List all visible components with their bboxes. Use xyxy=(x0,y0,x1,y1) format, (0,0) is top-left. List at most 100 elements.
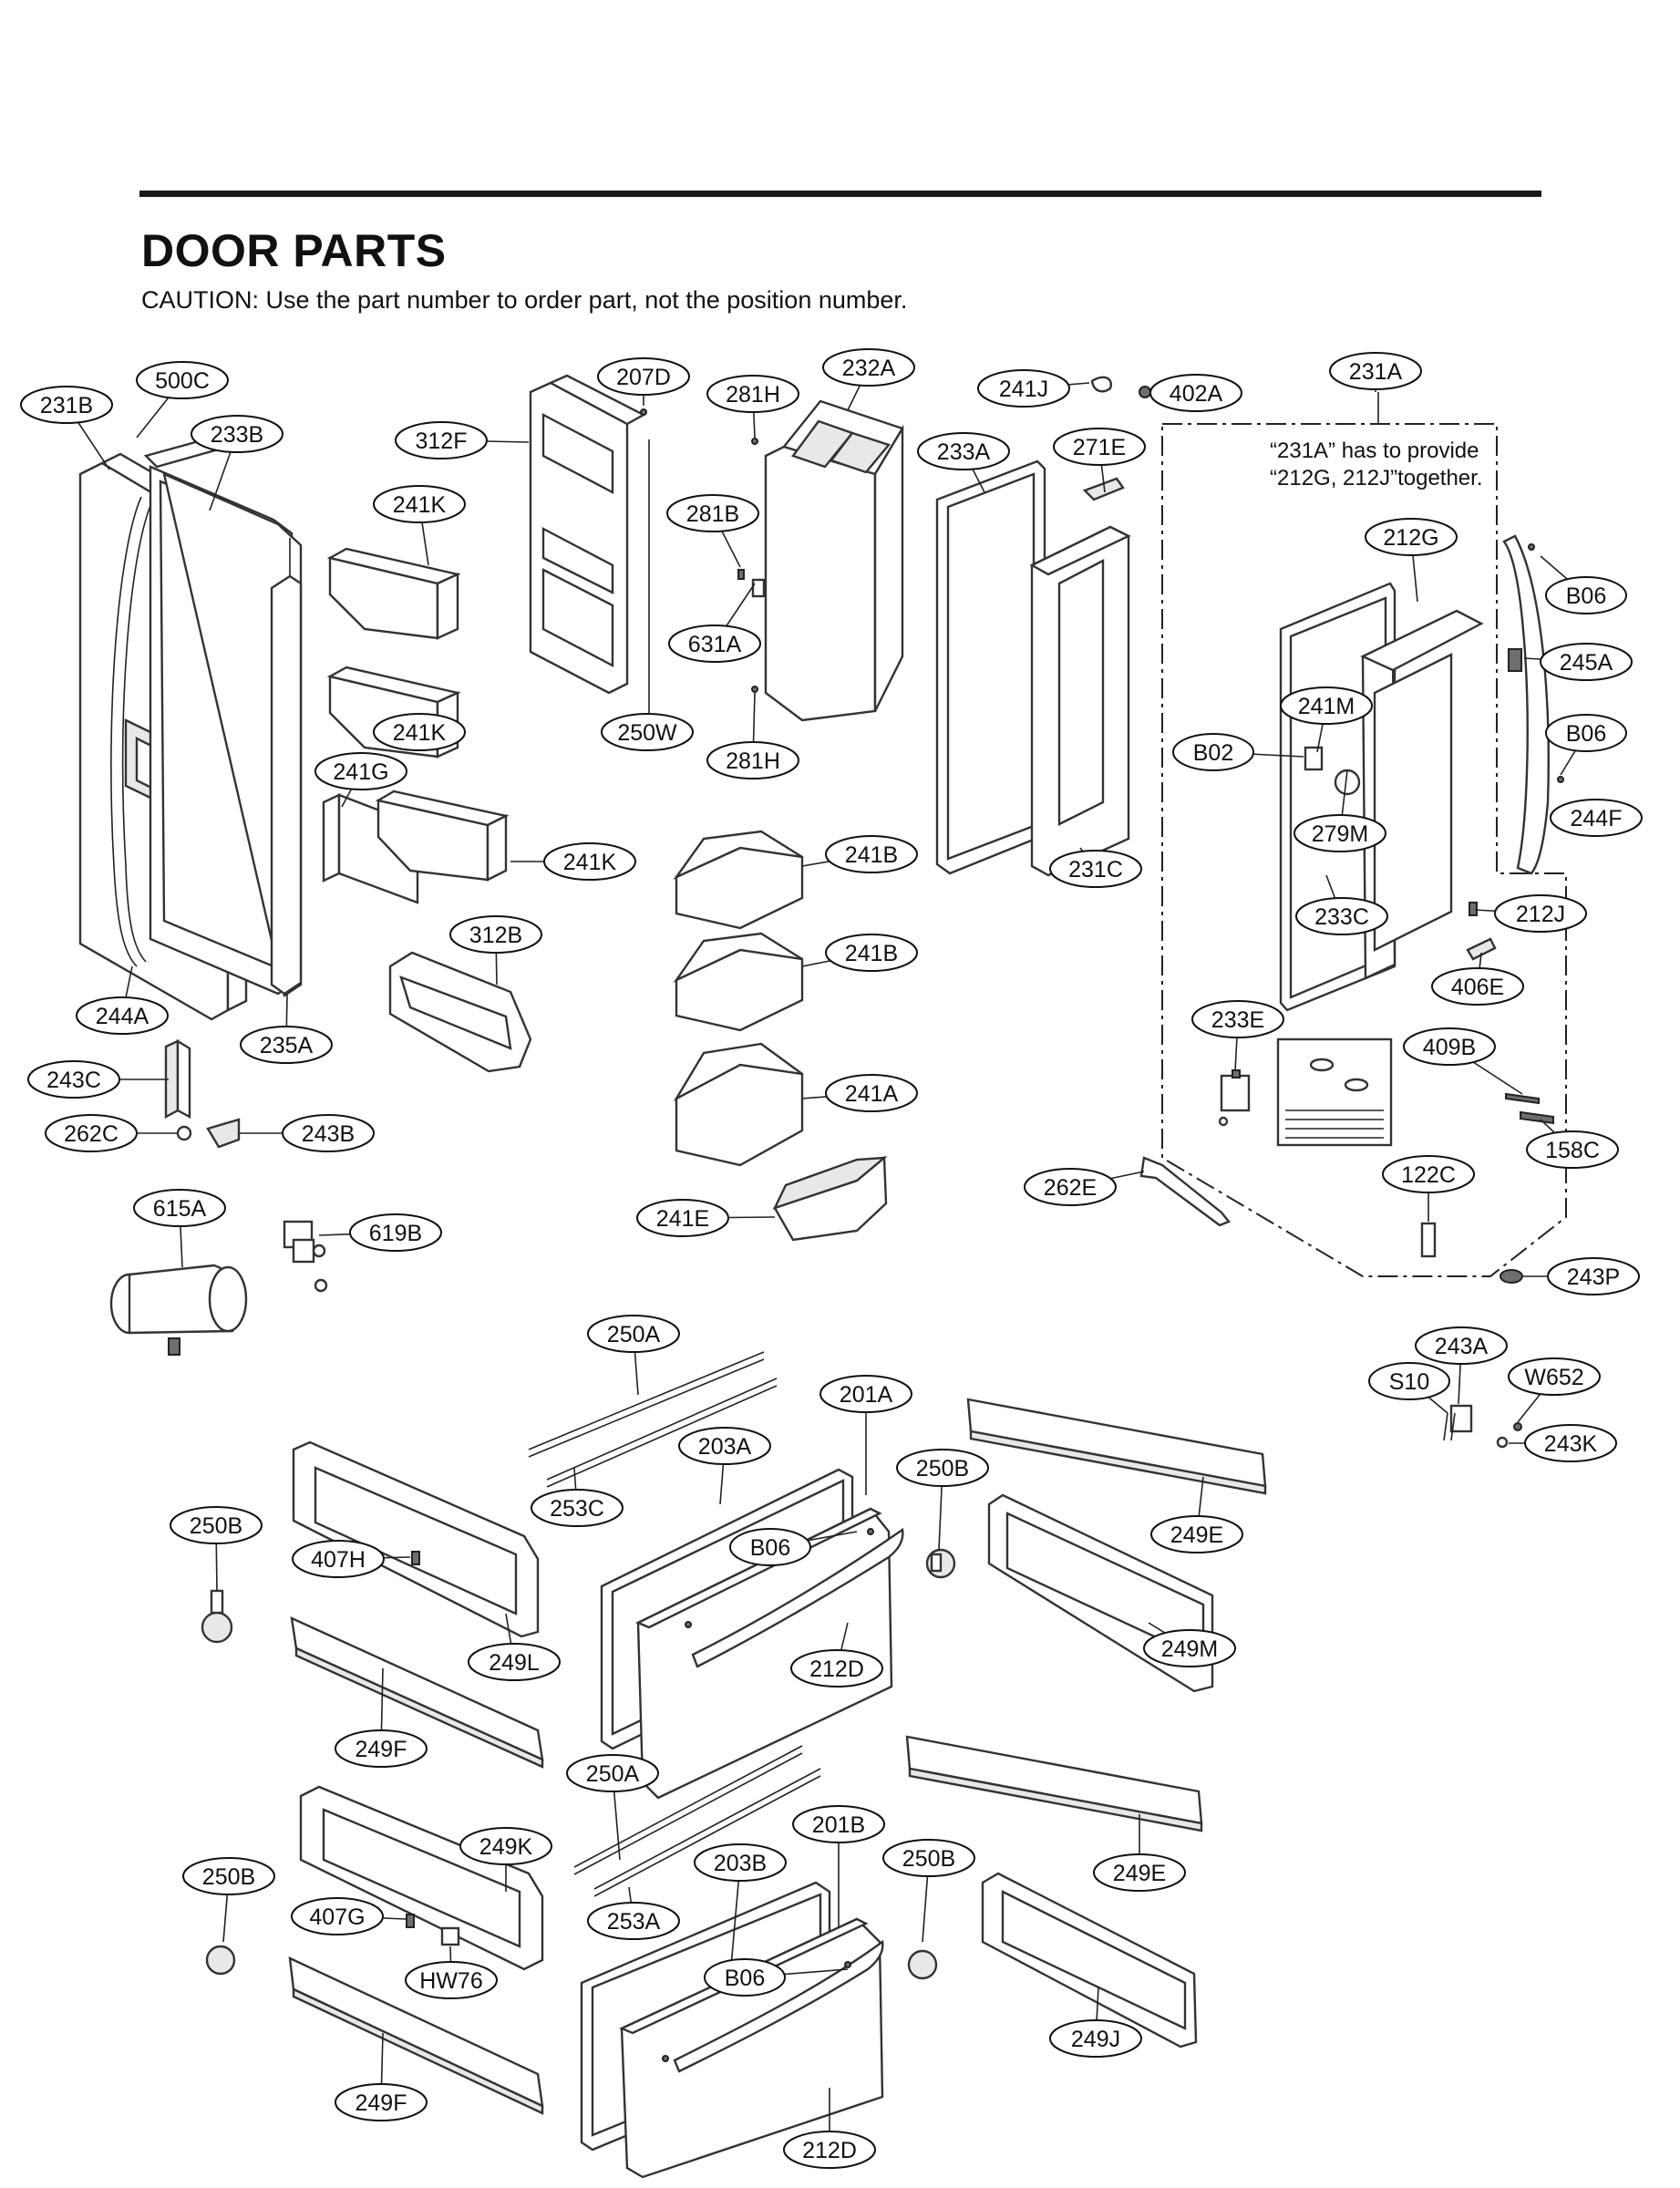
gear-250b-3 xyxy=(205,1945,236,1976)
callout-201b: 201B xyxy=(792,1805,885,1928)
crisper-bin-241b-top xyxy=(673,830,804,930)
callout-text: 243P xyxy=(1567,1264,1620,1290)
callout-250a: 250A xyxy=(566,1754,659,1861)
part-243p xyxy=(1500,1269,1523,1284)
callout-207d: 207D xyxy=(597,357,690,406)
callout-b06: B06 xyxy=(1540,555,1627,614)
callout-text: W652 xyxy=(1524,1365,1583,1390)
callout-bubble xyxy=(76,996,169,1035)
door-bin-241g xyxy=(322,790,510,904)
callout-409b: 409B xyxy=(1403,1027,1523,1095)
strip-253a xyxy=(593,1768,821,1890)
callout-bubble xyxy=(977,369,1070,408)
callout-241g: 241G xyxy=(314,752,407,808)
callout-text: 281H xyxy=(726,382,780,408)
outer-door-212g xyxy=(1360,609,1484,980)
callout-text: HW76 xyxy=(419,1968,482,1994)
gear-250b-4 xyxy=(907,1949,938,1980)
callout-bubble xyxy=(666,494,759,532)
callout-122c: 122C xyxy=(1382,1155,1475,1222)
door-bin-241k-top xyxy=(326,547,461,640)
callout-241m: 241M xyxy=(1280,686,1373,753)
callout-bubble xyxy=(1547,1257,1640,1295)
callout-text: 241K xyxy=(393,720,447,746)
callout-text: 407G xyxy=(309,1904,365,1930)
callout-bubble xyxy=(819,1375,912,1413)
inner-door-frame-231c xyxy=(1029,525,1131,877)
assembly-note-line2: “212G, 212J”together. xyxy=(1270,466,1482,490)
callout-text: 245A xyxy=(1560,650,1613,676)
callout-text: 241B xyxy=(845,842,898,868)
callout-245a: 245A xyxy=(1523,643,1633,681)
callout-241a: 241A xyxy=(801,1074,918,1112)
callout-bubble xyxy=(587,1315,680,1353)
callout-bubble xyxy=(896,1449,989,1487)
callout-text: 122C xyxy=(1401,1162,1456,1188)
callout-text: 250B xyxy=(902,1846,955,1872)
callout-bubble xyxy=(170,1506,263,1544)
callout-text: 244A xyxy=(96,1004,149,1029)
callout-bubble xyxy=(543,842,636,881)
callout-619b: 619B xyxy=(318,1213,442,1252)
motor-615a xyxy=(109,1264,248,1356)
callout-249e: 249E xyxy=(1150,1476,1243,1553)
callout-232a: 232A xyxy=(822,348,915,411)
callout-243c: 243C xyxy=(27,1060,169,1099)
callout-bubble xyxy=(825,1074,918,1112)
screw-b06-drawer2-left xyxy=(662,2055,669,2062)
crisper-bin-241a xyxy=(673,1042,804,1167)
part-241j xyxy=(1090,376,1112,393)
callout-text: 201B xyxy=(812,1812,865,1838)
callout-249f: 249F xyxy=(335,2032,428,2121)
part-631a xyxy=(751,578,766,598)
instruction-sheet xyxy=(1276,1037,1393,1147)
callout-w652: W652 xyxy=(1508,1357,1601,1423)
part-158c xyxy=(1520,1110,1554,1125)
callout-bubble xyxy=(1024,1168,1117,1206)
strip-250a-2b xyxy=(573,1752,803,1875)
callout-bubble xyxy=(792,1805,885,1843)
callout-text: 271E xyxy=(1073,435,1126,460)
callout-406e: 406E xyxy=(1431,952,1524,1006)
strip-250a-1 xyxy=(528,1351,765,1450)
callout-text: 615A xyxy=(153,1196,207,1222)
callout-bubble xyxy=(1053,428,1146,466)
callout-text: 249M xyxy=(1161,1636,1219,1662)
callout-241j: 241J xyxy=(977,369,1090,408)
callout-bubble xyxy=(531,1489,624,1527)
callout-text: 203B xyxy=(714,1851,767,1876)
wrench-262e xyxy=(1139,1156,1231,1227)
callout-text: 241K xyxy=(563,850,617,875)
callout-bubble xyxy=(729,1528,811,1566)
callout-bubble xyxy=(1550,799,1643,837)
valve-619b xyxy=(283,1220,328,1293)
callout-bubble xyxy=(1172,733,1254,771)
callout-212g: 212G xyxy=(1365,518,1458,603)
callout-212d: 212D xyxy=(783,2088,876,2169)
callout-241b: 241B xyxy=(801,934,918,972)
callout-bubble xyxy=(1545,714,1627,752)
callout-bubble xyxy=(133,1189,226,1227)
callout-text: 212D xyxy=(809,1656,864,1682)
callout-text: 233E xyxy=(1211,1007,1264,1033)
callout-text: 250W xyxy=(617,720,677,746)
callout-249f: 249F xyxy=(335,1667,428,1768)
callout-bubble xyxy=(449,915,542,954)
callout-text: 500C xyxy=(155,368,210,394)
screw-s10-a xyxy=(1443,1412,1448,1441)
screw-b06-drawer1-right xyxy=(867,1528,874,1535)
callout-407h: 407H xyxy=(292,1540,411,1578)
callout-212d: 212D xyxy=(790,1622,883,1687)
strip-250a-1b xyxy=(528,1358,765,1458)
callout-text: 250B xyxy=(190,1513,242,1539)
callout-243b: 243B xyxy=(239,1114,375,1152)
handle-244f xyxy=(1502,534,1550,875)
callout-text: S10 xyxy=(1389,1369,1429,1395)
callout-bubble xyxy=(136,361,229,399)
callout-233e: 233E xyxy=(1191,1000,1284,1072)
callout-text: 249E xyxy=(1170,1522,1223,1548)
drawer-rail-249k xyxy=(299,1785,544,1971)
callout-250w: 250W xyxy=(601,713,694,751)
callout-b06: B06 xyxy=(729,1528,858,1566)
